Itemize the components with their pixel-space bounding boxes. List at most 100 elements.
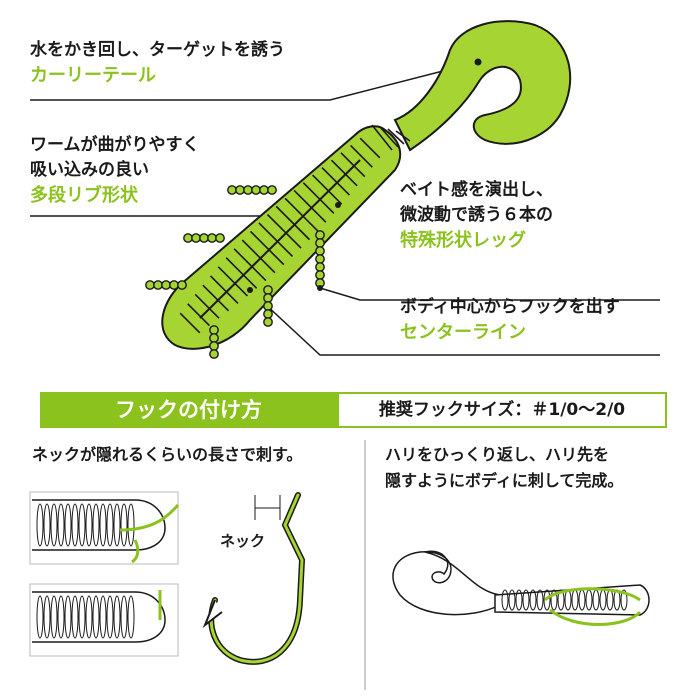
rib (64, 595, 72, 639)
leg-bead (315, 238, 325, 248)
hook-diagram (202, 492, 306, 665)
body-ribs (179, 124, 411, 334)
leg-bead (199, 233, 209, 243)
leg-bead (263, 309, 273, 319)
rib (395, 130, 411, 142)
rib (249, 230, 285, 266)
label-center: ボディ中心からフックを出す センターライン (400, 297, 620, 343)
rib (241, 239, 276, 274)
leg-bead (215, 233, 225, 243)
label-center-name: センターライン (400, 322, 526, 343)
rib (387, 128, 405, 145)
leg-bead (315, 270, 325, 280)
rib (330, 159, 358, 187)
rib (187, 303, 210, 327)
leg-bead (209, 349, 219, 359)
leg-bead (267, 185, 277, 195)
rib (106, 595, 114, 639)
leg-bead (177, 280, 187, 290)
curly-tail (393, 20, 572, 152)
rib (99, 503, 107, 547)
rib (209, 275, 239, 304)
leg-bead (263, 301, 273, 311)
neck-label: ネック (220, 532, 266, 550)
bait-legs (145, 185, 325, 359)
rib (350, 144, 373, 168)
rib (225, 257, 258, 289)
step2-text: ハリをひっくり返し、ハリ先を 隠すようにボディに刺して完成。 (385, 445, 624, 490)
leg-bead (243, 185, 253, 195)
leg-bead (207, 233, 217, 243)
leg-bead (235, 185, 245, 195)
label-tail: 水をかき回し、ターゲットを誘う カーリーテール (30, 40, 285, 86)
step1-panel-bottom (29, 583, 179, 657)
leg-bead (315, 254, 325, 264)
rib (515, 589, 523, 611)
rib (557, 589, 565, 611)
leg-bead (191, 233, 201, 243)
rib (71, 503, 79, 547)
leg-bead (263, 285, 273, 295)
label-leg: ベイト感を演出し、 微波動で誘う６本の 特殊形状レッグ (400, 180, 553, 251)
rib (99, 595, 107, 639)
label-tail-name: カーリーテール (30, 65, 156, 86)
rib (266, 213, 302, 249)
rib (36, 595, 44, 639)
label-rib: ワームが曲がりやすく 吸い込みの良い 多段リブ形状 (30, 135, 200, 206)
rib (85, 503, 93, 547)
rib (50, 595, 58, 639)
rib (36, 503, 44, 547)
howto-title: フックの付け方 (40, 392, 337, 428)
rib (550, 589, 558, 611)
step1-text: ネックが隠れるくらいの長さで刺す。 (32, 445, 303, 464)
rib (233, 248, 267, 282)
rib (371, 124, 393, 151)
step1-panel-top (29, 491, 180, 565)
label-leg-name: 特殊形状レッグ (400, 230, 526, 251)
rib (78, 503, 86, 547)
leg-bead (315, 230, 325, 240)
rib (85, 595, 93, 639)
leg-bead (145, 280, 155, 290)
rib (120, 595, 128, 639)
label-rib-name: 多段リブ形状 (30, 185, 138, 206)
rib (78, 595, 86, 639)
rib (113, 503, 121, 547)
rib (508, 589, 516, 611)
leg-bead (183, 233, 193, 243)
rib (64, 503, 72, 547)
leg-bead (259, 185, 269, 195)
rib (293, 189, 327, 223)
rib (106, 503, 114, 547)
rib (92, 595, 100, 639)
rib (529, 589, 537, 611)
leg-bead (169, 280, 179, 290)
rib (275, 205, 311, 241)
rib (321, 167, 351, 196)
rib (179, 312, 201, 334)
rib (57, 503, 65, 547)
rib (258, 222, 294, 258)
rib (50, 503, 58, 547)
rib (43, 595, 51, 639)
rib (284, 197, 319, 232)
rib (217, 266, 248, 297)
rib (359, 137, 381, 159)
rib (340, 152, 366, 178)
rib (57, 595, 65, 639)
center-line (199, 159, 361, 319)
rib (312, 174, 343, 205)
leg-bead (251, 185, 261, 195)
rib (202, 284, 230, 312)
rigged-bait (392, 550, 650, 626)
rib (194, 293, 220, 319)
bait-illustration (145, 20, 572, 359)
rib (92, 503, 100, 547)
leg-bead (209, 333, 219, 343)
howto-banner: フックの付け方 推奨フックサイズ：＃1/0〜2/0 (40, 392, 667, 428)
leg-bead (315, 246, 325, 256)
hook-size: 推奨フックサイズ：＃1/0〜2/0 (337, 392, 667, 428)
rib (127, 595, 135, 639)
rib (120, 503, 128, 547)
